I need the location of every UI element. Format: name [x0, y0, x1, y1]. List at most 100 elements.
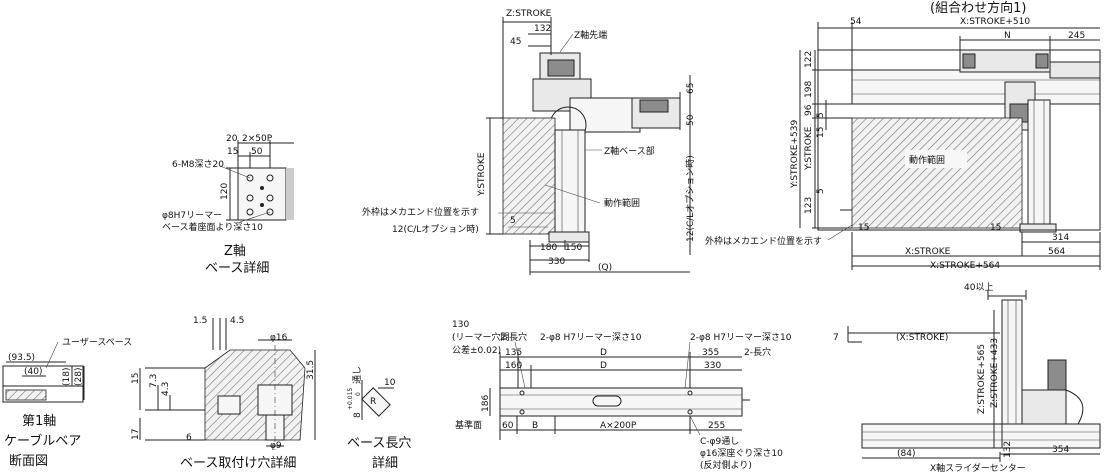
lbl-65: 65	[686, 83, 696, 94]
slot-detail: 8 +0.015 0 通し 10 R ベース長穴 詳細	[347, 366, 411, 471]
lbl-range-r: 動作範囲	[909, 154, 945, 166]
lbl-564: 564	[1048, 247, 1065, 257]
z-motor-side	[1047, 359, 1067, 391]
lbl-z433: Z:STROKE+433	[990, 338, 1000, 408]
lbl-5: 5	[510, 216, 516, 226]
lbl-7: 7	[833, 333, 839, 343]
lbl-q: (Q)	[598, 263, 612, 273]
lbl-355: 355	[702, 348, 719, 358]
lbl-330: 330	[548, 257, 565, 267]
lbl-slot-r: 2-長穴	[744, 346, 771, 358]
lbl-18: (18)	[62, 368, 72, 386]
lbl-slider-center: X軸スライダーセンター	[930, 462, 1026, 474]
lbl-x-stroke: X:STROKE	[905, 247, 951, 257]
lbl-160: 160	[505, 361, 522, 371]
lbl-330-b: 330	[704, 361, 721, 371]
lbl-counterbore: φ16深座ぐり深さ10	[700, 447, 783, 459]
lbl-d2: D	[600, 361, 607, 371]
lbl-m8: 6-M8深さ20	[172, 159, 224, 170]
lbl-z-base: Z軸ベース部	[604, 145, 655, 157]
z-column-side	[1001, 299, 1023, 425]
lbl-y-stroke: Y:STROKE	[477, 152, 487, 197]
lbl-outer-frame-r: 外枠はメカエンド位置を示す	[705, 235, 822, 247]
lbl-slot-tol-sup: +0.015	[347, 388, 354, 410]
lbl-17: 17	[131, 429, 141, 440]
lbl-y-stroke-539: Y:STROKE+539	[790, 120, 800, 189]
lbl-40: (40)	[24, 367, 42, 377]
lbl-150: 150	[565, 243, 582, 253]
side-view: 40以上 7 (X:STROKE) Z:STROKE+565 Z:STROKE+…	[833, 282, 1101, 474]
lbl-132-s: 132	[1003, 441, 1013, 458]
lbl-z-tip: Z軸先端	[574, 29, 607, 41]
lbl-186: 186	[481, 395, 491, 412]
lbl-120: 120	[220, 183, 230, 200]
lbl-31-5: 31.5	[306, 360, 316, 380]
lbl-40-over: 40以上	[964, 282, 993, 293]
lbl-93-5: (93.5)	[8, 353, 35, 363]
lbl-28: (28)	[74, 368, 84, 386]
lbl-245: 245	[1068, 31, 1085, 41]
lbl-b: B	[532, 421, 538, 431]
lbl-180: 180	[540, 243, 557, 253]
lbl-reamer-l: 2-φ8 H7リーマー深さ10	[540, 332, 642, 343]
z-motor	[547, 59, 575, 77]
lbl-2x50p: 2×50P	[242, 134, 273, 144]
lbl-combo-title: (組合わせ方向1)	[930, 0, 1026, 16]
lbl-4-3: 4.3	[161, 382, 171, 396]
lbl-slot-l: 2-長穴	[500, 331, 527, 343]
xy-motion-range	[851, 117, 1023, 229]
lbl-y-stroke: Y:STROKE	[804, 126, 814, 171]
motion-range-hatch	[502, 117, 556, 235]
top-right-view: (組合わせ方向1)	[705, 0, 1101, 271]
lbl-r: R	[370, 397, 376, 407]
lbl-range: 動作範囲	[604, 197, 640, 209]
lbl-20: 20	[226, 134, 238, 144]
lbl-122: 122	[804, 51, 814, 68]
lbl-50: 50	[251, 147, 263, 157]
lbl-z-stroke: Z:STROKE	[506, 9, 552, 19]
cap-base-detail: ベース詳細	[205, 260, 269, 276]
lbl-15v: 15	[816, 127, 826, 138]
lbl-x-stroke-paren: (X:STROKE)	[896, 333, 948, 343]
lbl-354: 354	[1052, 445, 1069, 455]
lbl-cl-option: 12(C/Lオプション時)	[392, 224, 479, 235]
lbl-314: 314	[1052, 233, 1069, 243]
cap-section: 断面図	[9, 454, 48, 469]
lbl-15: 15	[227, 147, 238, 157]
lbl-reamer-span: (リーマー穴間	[452, 331, 510, 343]
lbl-1-5: 1.5	[193, 316, 207, 326]
slot-shape	[361, 387, 391, 417]
cable-bear-outline	[2, 365, 84, 403]
lbl-130: 130	[452, 320, 469, 330]
cap-z-axis: Z軸	[224, 244, 246, 259]
lbl-198: 198	[804, 81, 814, 98]
lbl-6: 6	[186, 433, 192, 443]
z-base-block	[569, 97, 641, 133]
lbl-15a: 15	[858, 223, 869, 233]
lbl-reamer: φ8H7リーマー	[162, 211, 222, 221]
lbl-c-thru: C-φ9通し	[700, 436, 739, 447]
lbl-phi9: φ9	[270, 441, 282, 451]
z-column	[554, 129, 586, 233]
lbl-ax200p: A×200P	[600, 421, 637, 431]
z-base-detail: 20 2×50P 15 50 6-M8深さ20 120 φ8H7リーマー ベース…	[162, 134, 294, 276]
lbl-x-stroke-564: X:STROKE+564	[930, 261, 1000, 271]
lbl-5a: 5	[816, 112, 826, 118]
z-head-side	[1021, 389, 1067, 425]
lbl-10: 10	[384, 378, 396, 388]
lbl-255: 255	[708, 421, 725, 431]
lbl-15-m: 15	[131, 373, 141, 384]
lbl-phi16: φ16	[270, 333, 288, 343]
lbl-84: (84)	[897, 449, 915, 459]
lbl-user-space: ユーザースペース	[62, 337, 132, 348]
cap-slot-detail: 詳細	[372, 455, 398, 471]
lbl-slot-tol: 8	[353, 412, 363, 418]
lbl-60: 60	[502, 421, 514, 431]
lbl-slot-tol-sub: 0	[355, 392, 362, 396]
top-center-view: Z:STROKE 132 Z軸先端 45 65 50 Y:STROKE Z軸ベー…	[362, 9, 696, 275]
cap-cable-bear: ケーブルベア	[4, 433, 81, 449]
lbl-z565: Z:STROKE+565	[977, 344, 987, 414]
lbl-4-5: 4.5	[230, 316, 244, 326]
lbl-tolerance: 公差±0.02)	[452, 344, 501, 356]
z-column-foot	[548, 231, 590, 243]
